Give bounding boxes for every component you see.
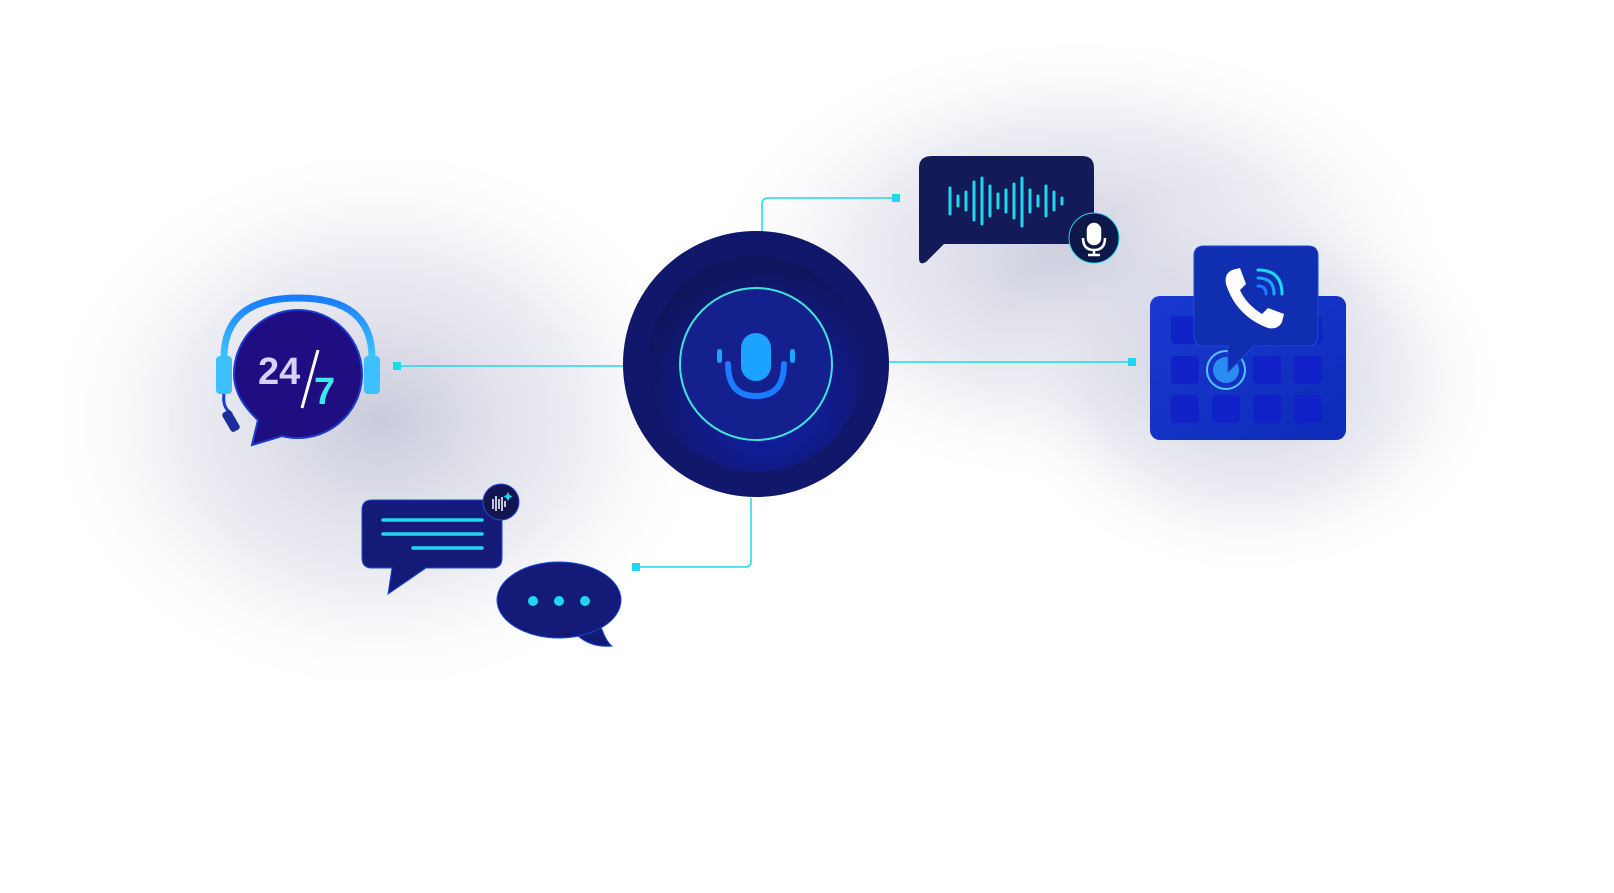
hours-label: 24 bbox=[258, 351, 300, 393]
connector-endpoints bbox=[393, 194, 1136, 571]
voice-message-icon bbox=[919, 156, 1120, 264]
microphone-hub[interactable] bbox=[623, 231, 889, 497]
small-microphone-icon bbox=[1081, 222, 1107, 257]
typing-chat-icon bbox=[496, 561, 622, 647]
support-247-icon: 24 7 bbox=[216, 294, 380, 447]
phone-call-icon bbox=[1193, 245, 1319, 374]
glow bbox=[40, 140, 720, 700]
days-label: 7 bbox=[314, 371, 335, 413]
voice-ai-icon bbox=[492, 496, 506, 511]
waveform bbox=[948, 176, 1064, 228]
headset-icon bbox=[216, 356, 232, 394]
microphone-icon bbox=[717, 333, 795, 400]
connector-lines bbox=[398, 197, 1132, 568]
chat-text-icon bbox=[361, 483, 520, 596]
